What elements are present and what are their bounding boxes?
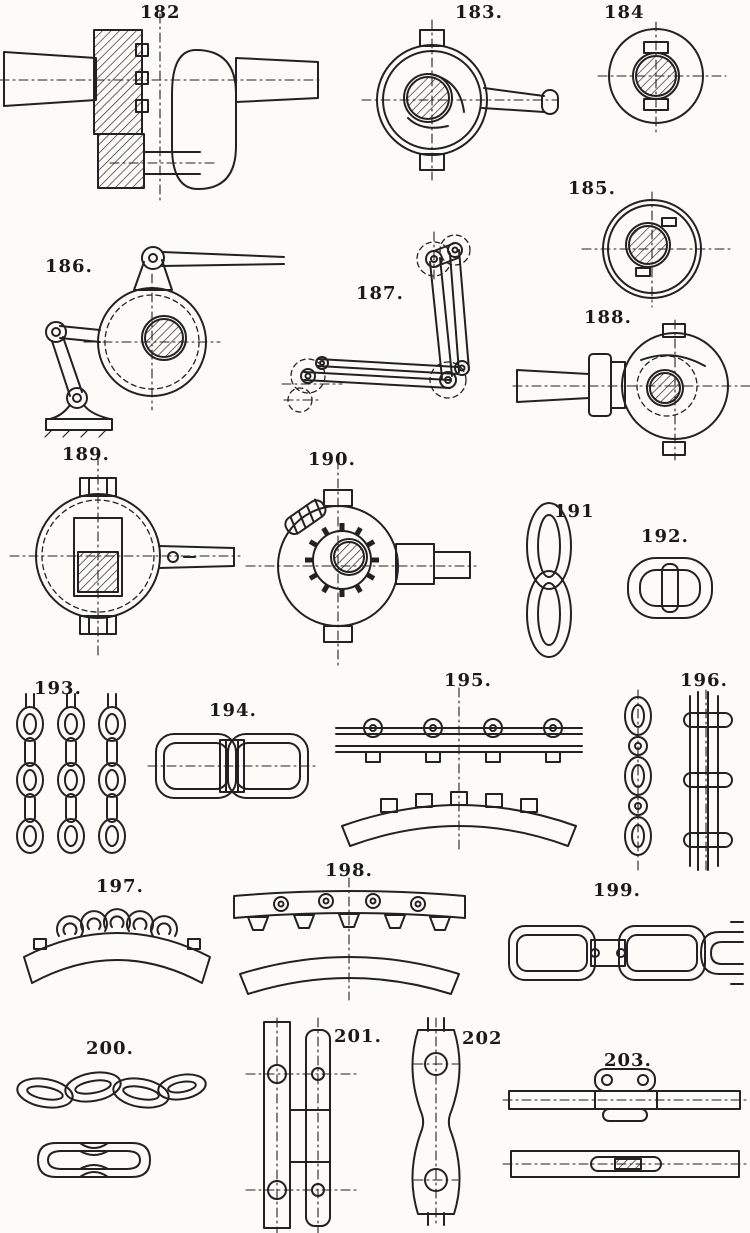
figure-186-drawing (44, 246, 285, 438)
figure-193 (5, 693, 137, 854)
figure-197 (16, 893, 218, 1001)
figure-186-label: 186. (45, 256, 93, 277)
figure-188-drawing (512, 319, 750, 461)
figure-184-drawing (597, 21, 727, 135)
figure-201-label: 201. (334, 1026, 382, 1047)
figure-196 (606, 689, 748, 873)
figure-198-label: 198. (325, 860, 373, 881)
figure-199-label: 199. (593, 880, 641, 901)
figure-184-label: 184 (604, 2, 645, 23)
figure-203 (502, 1063, 747, 1195)
figure-200 (10, 1053, 207, 1190)
figure-192-drawing (627, 557, 713, 619)
figure-189-label: 189. (62, 444, 110, 465)
figure-193-drawing (16, 693, 126, 854)
figure-192-label: 192. (641, 526, 689, 547)
figure-187-label: 187. (356, 283, 404, 304)
figure-203-drawing (502, 1068, 747, 1178)
figure-198 (226, 877, 473, 1001)
figure-202-drawing (411, 1017, 461, 1226)
figure-194-drawing (147, 733, 317, 799)
figure-187-drawing (281, 231, 471, 413)
figure-203-label: 203. (604, 1050, 652, 1071)
figure-195-drawing (335, 687, 583, 851)
figure-194-label: 194. (209, 700, 257, 721)
figure-195 (328, 687, 590, 851)
figure-195-label: 195. (444, 670, 492, 691)
figure-201 (245, 1017, 359, 1233)
figure-201-drawing (245, 1017, 359, 1233)
figure-198-drawing (233, 877, 466, 1001)
figure-191 (518, 496, 580, 664)
figure-189-drawing (9, 455, 241, 657)
figure-193-label: 193. (34, 678, 82, 699)
figure-188-label: 188. (584, 307, 632, 328)
figure-185 (581, 191, 731, 308)
figure-197-drawing (23, 908, 211, 984)
figure-197-label: 197. (96, 876, 144, 897)
figure-186 (12, 238, 297, 438)
figure-185-label: 185. (568, 178, 616, 199)
figure-187 (281, 231, 520, 422)
figure-189 (9, 455, 241, 657)
figure-191-label: 191 (554, 501, 595, 522)
figure-194 (147, 716, 317, 818)
figure-202-label: 202 (462, 1028, 503, 1049)
figure-183-label: 183. (455, 2, 503, 23)
figure-183-drawing (361, 19, 559, 181)
figure-191-drawing (526, 502, 572, 658)
figure-190-drawing (245, 459, 477, 666)
figure-200-drawing (16, 1071, 207, 1178)
figure-196-label: 196. (680, 670, 728, 691)
figure-199 (503, 898, 745, 1010)
figure-182 (0, 13, 321, 205)
figure-183 (358, 19, 563, 181)
figure-196-drawing (624, 689, 733, 873)
figure-199-drawing (508, 921, 744, 985)
figure-190 (245, 459, 477, 666)
figure-188 (512, 319, 750, 461)
figure-190-label: 190. (308, 449, 356, 470)
figure-184 (596, 21, 728, 137)
figure-182-label: 182 (140, 2, 181, 23)
figure-200-label: 200. (86, 1038, 134, 1059)
figure-192 (616, 546, 724, 630)
figure-202 (396, 1017, 478, 1226)
figure-182-drawing (0, 13, 321, 205)
figure-185-drawing (581, 191, 731, 308)
